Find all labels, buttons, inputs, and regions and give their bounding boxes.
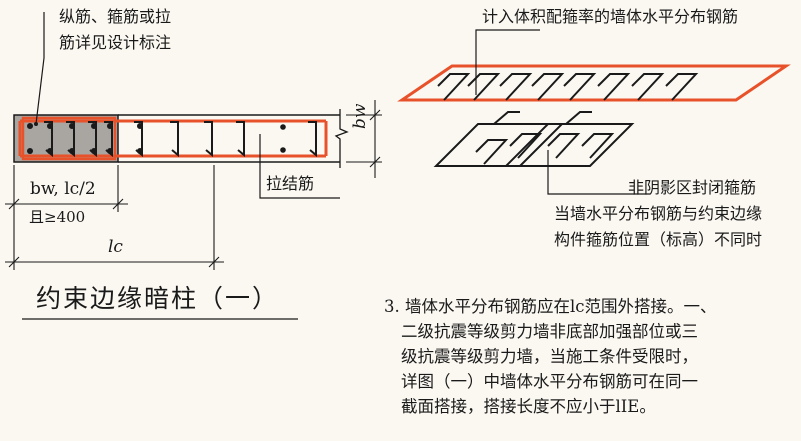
dim-label-lc: lc — [108, 237, 123, 257]
outer-stirrup — [21, 116, 117, 161]
stirrup-hooks-lower — [475, 111, 615, 165]
label-mismatch-line1: 当墙水平分布钢筋与约束边缘 — [554, 204, 763, 223]
tie-bars — [44, 121, 317, 158]
note-line: 二级抗震等级剪力墙非底部加强部位或三 — [401, 322, 698, 341]
note-line: 详图（一）中墙体水平分布钢筋可在同一 — [401, 372, 698, 391]
leader-top-left — [35, 12, 45, 125]
dim-bw-lc — [5, 165, 128, 270]
dim-bw-right — [346, 100, 382, 178]
wall-outline — [118, 114, 340, 163]
dim-label-bw-lc: bw, lc/2 — [30, 179, 96, 199]
stirrup-hooks-upper — [437, 73, 699, 101]
horizontal-distribution-bar — [397, 64, 791, 102]
label-mismatch-line2: 构件箍筋位置（标高）不同时 — [554, 230, 763, 249]
label-distribution-bar: 计入体积配箍率的墙体水平分布钢筋 — [482, 7, 739, 26]
leader-top-right — [475, 29, 540, 95]
note-line: 级抗震等级剪力墙，当施工条件受限时， — [401, 347, 698, 366]
break-line — [334, 109, 349, 168]
leader-non-shaded — [547, 150, 650, 195]
label-longitudinal-line1: 纵筋、箍筋或拉 — [59, 7, 172, 26]
note-block: 3. 墙体水平分布钢筋应在lc范围外搭接。一、 二级抗震等级剪力墙非底部加强部位… — [384, 294, 794, 419]
note-line: 截面搭接，搭接长度不应小于lIE。 — [401, 397, 656, 416]
leader-tie — [259, 134, 340, 199]
label-tie-bar: 拉结筋 — [266, 174, 315, 193]
dim-label-bw-right: bw — [350, 103, 370, 129]
note-line: 3. 墙体水平分布钢筋应在lc范围外搭接。一、 — [384, 297, 717, 316]
dim-lc — [5, 165, 224, 270]
label-non-shaded-stirrup: 非阴影区封闭箍筋 — [628, 178, 757, 197]
dim-label-min-length: 且≥400 — [29, 208, 86, 226]
wall-bar-dots — [280, 124, 286, 153]
figure-title: 约束边缘暗柱（一） — [36, 284, 280, 313]
label-longitudinal-line2: 筋详见设计标注 — [59, 33, 172, 52]
closed-stirrups-lower — [433, 123, 635, 167]
